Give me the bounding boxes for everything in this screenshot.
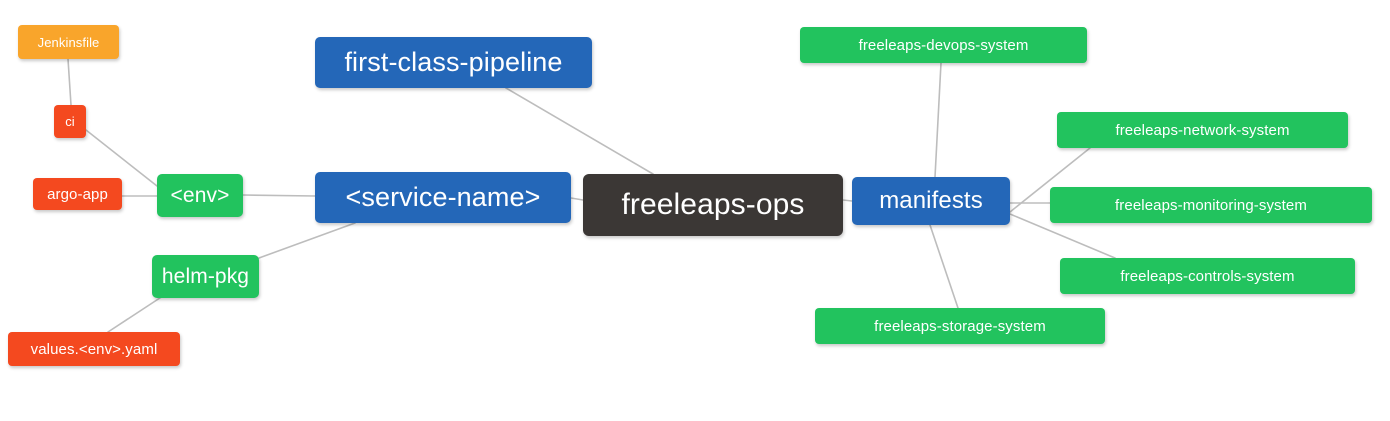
- node-freeleaps-controls-system[interactable]: freeleaps-controls-system: [1060, 258, 1355, 294]
- node-freeleaps-ops[interactable]: freeleaps-ops: [583, 174, 843, 236]
- node-first-class-pipeline[interactable]: first-class-pipeline: [315, 37, 592, 88]
- node-label: freeleaps-ops: [621, 188, 805, 221]
- node-values-env-yaml[interactable]: values.<env>.yaml: [8, 332, 180, 366]
- node-label: <service-name>: [345, 182, 541, 212]
- node-label: ci: [65, 114, 75, 129]
- node-argo-app[interactable]: argo-app: [33, 178, 122, 210]
- node-helm-pkg[interactable]: helm-pkg: [152, 255, 259, 298]
- edge-env-to-service-name: [242, 194, 316, 197]
- edge-manifests-to-freeleaps-storage-system: [929, 224, 959, 309]
- edge-manifests-to-freeleaps-devops-system: [934, 62, 942, 178]
- node-ci[interactable]: ci: [54, 105, 86, 138]
- node-label: values.<env>.yaml: [30, 340, 158, 358]
- node-manifests[interactable]: manifests: [852, 177, 1010, 225]
- node-label: freeleaps-monitoring-system: [1115, 196, 1307, 214]
- node-label: <env>: [170, 184, 230, 207]
- node-freeleaps-monitoring-system[interactable]: freeleaps-monitoring-system: [1050, 187, 1372, 223]
- node-label: first-class-pipeline: [344, 47, 563, 77]
- node-freeleaps-storage-system[interactable]: freeleaps-storage-system: [815, 308, 1105, 344]
- edge-jenkinsfile-to-ci: [67, 58, 72, 106]
- node-service-name[interactable]: <service-name>: [315, 172, 571, 223]
- edge-helm-pkg-to-values-env-yaml: [107, 291, 170, 333]
- node-label: Jenkinsfile: [37, 34, 100, 50]
- node-freeleaps-network-system[interactable]: freeleaps-network-system: [1057, 112, 1348, 148]
- node-label: freeleaps-controls-system: [1120, 267, 1295, 285]
- node-jenkinsfile[interactable]: Jenkinsfile: [18, 25, 119, 59]
- node-freeleaps-devops-system[interactable]: freeleaps-devops-system: [800, 27, 1087, 63]
- node-env[interactable]: <env>: [157, 174, 243, 217]
- node-label: manifests: [879, 187, 983, 214]
- node-label: helm-pkg: [161, 265, 250, 288]
- node-label: freeleaps-devops-system: [858, 36, 1029, 54]
- node-label: freeleaps-storage-system: [874, 317, 1046, 335]
- node-label: argo-app: [47, 185, 108, 203]
- edge-freeleaps-ops-to-manifests: [842, 199, 853, 202]
- edge-service-name-to-freeleaps-ops: [570, 197, 584, 201]
- node-label: freeleaps-network-system: [1115, 121, 1290, 139]
- edge-service-name-to-helm-pkg: [258, 222, 356, 259]
- edge-first-class-pipeline-to-freeleaps-ops: [505, 87, 654, 175]
